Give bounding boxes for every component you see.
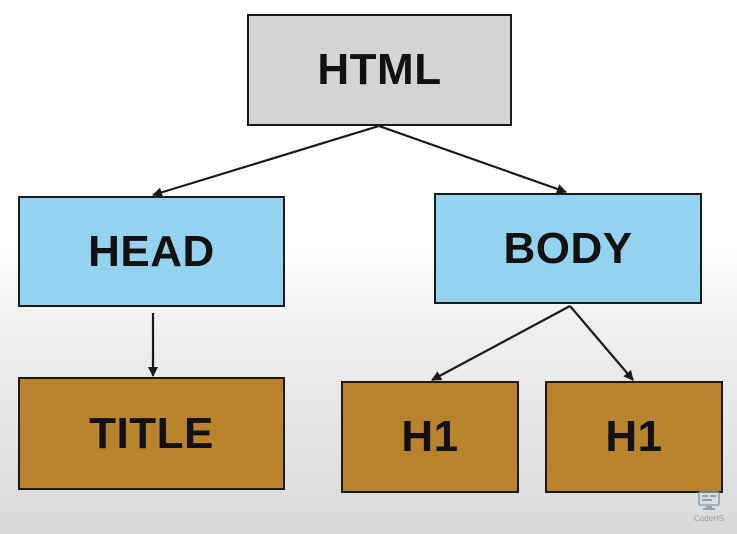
node-h1-first: H1 [341,381,519,493]
node-h1-first-label: H1 [401,412,459,461]
node-h1-second-label: H1 [605,412,663,461]
codehs-logo-icon [698,491,720,510]
node-h1-second: H1 [545,381,723,493]
node-title: TITLE [18,377,285,490]
node-body: BODY [434,193,702,304]
edge-html-body [378,124,567,194]
node-title-label: TITLE [89,408,214,458]
edge-body-h1b [569,305,634,381]
node-head-label: HEAD [88,226,215,276]
codehs-watermark: CodeHS [689,490,729,523]
node-html: HTML [247,14,512,126]
edge-html-head [152,124,380,198]
node-body-label: BODY [503,223,633,273]
node-html-label: HTML [317,45,442,94]
node-head: HEAD [18,196,285,307]
edge-body-h1a [431,305,571,381]
watermark-label: CodeHS [693,514,725,523]
